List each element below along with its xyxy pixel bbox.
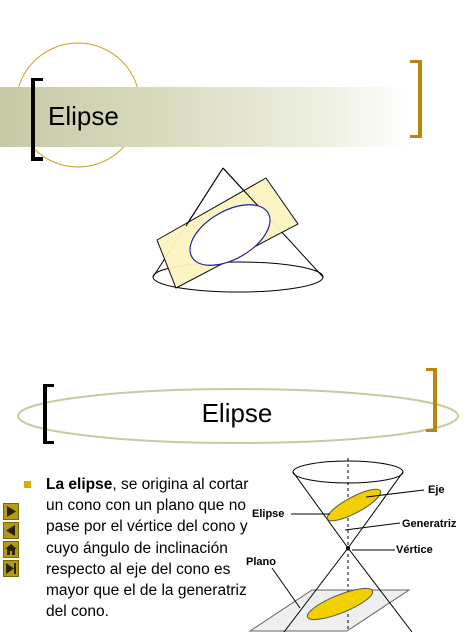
bullet-text: La elipse, se origina al cortar un cono … [46, 474, 261, 622]
right-bracket [426, 368, 437, 432]
previous-slide-icon[interactable] [3, 522, 19, 539]
left-bracket [31, 78, 43, 161]
left-bracket [43, 384, 54, 444]
slide-2: Elipse [0, 316, 474, 632]
cone-plane-diagram [152, 167, 324, 293]
home-icon[interactable] [3, 541, 19, 558]
right-bracket [410, 60, 422, 138]
bullet-square-icon [24, 481, 31, 488]
slide-title: Elipse [48, 101, 119, 131]
slide-1: Elipse [0, 42, 422, 293]
bullet-bold: La elipse [46, 476, 113, 493]
next-slide-icon[interactable] [3, 503, 19, 520]
slide2-decoration [17, 388, 459, 444]
end-slide-icon[interactable] [3, 560, 19, 577]
slide-title: Elipse [201, 398, 273, 428]
title-bar [0, 87, 410, 147]
bullet-rest: , se origina al cortar un cono con un pl… [46, 476, 249, 621]
